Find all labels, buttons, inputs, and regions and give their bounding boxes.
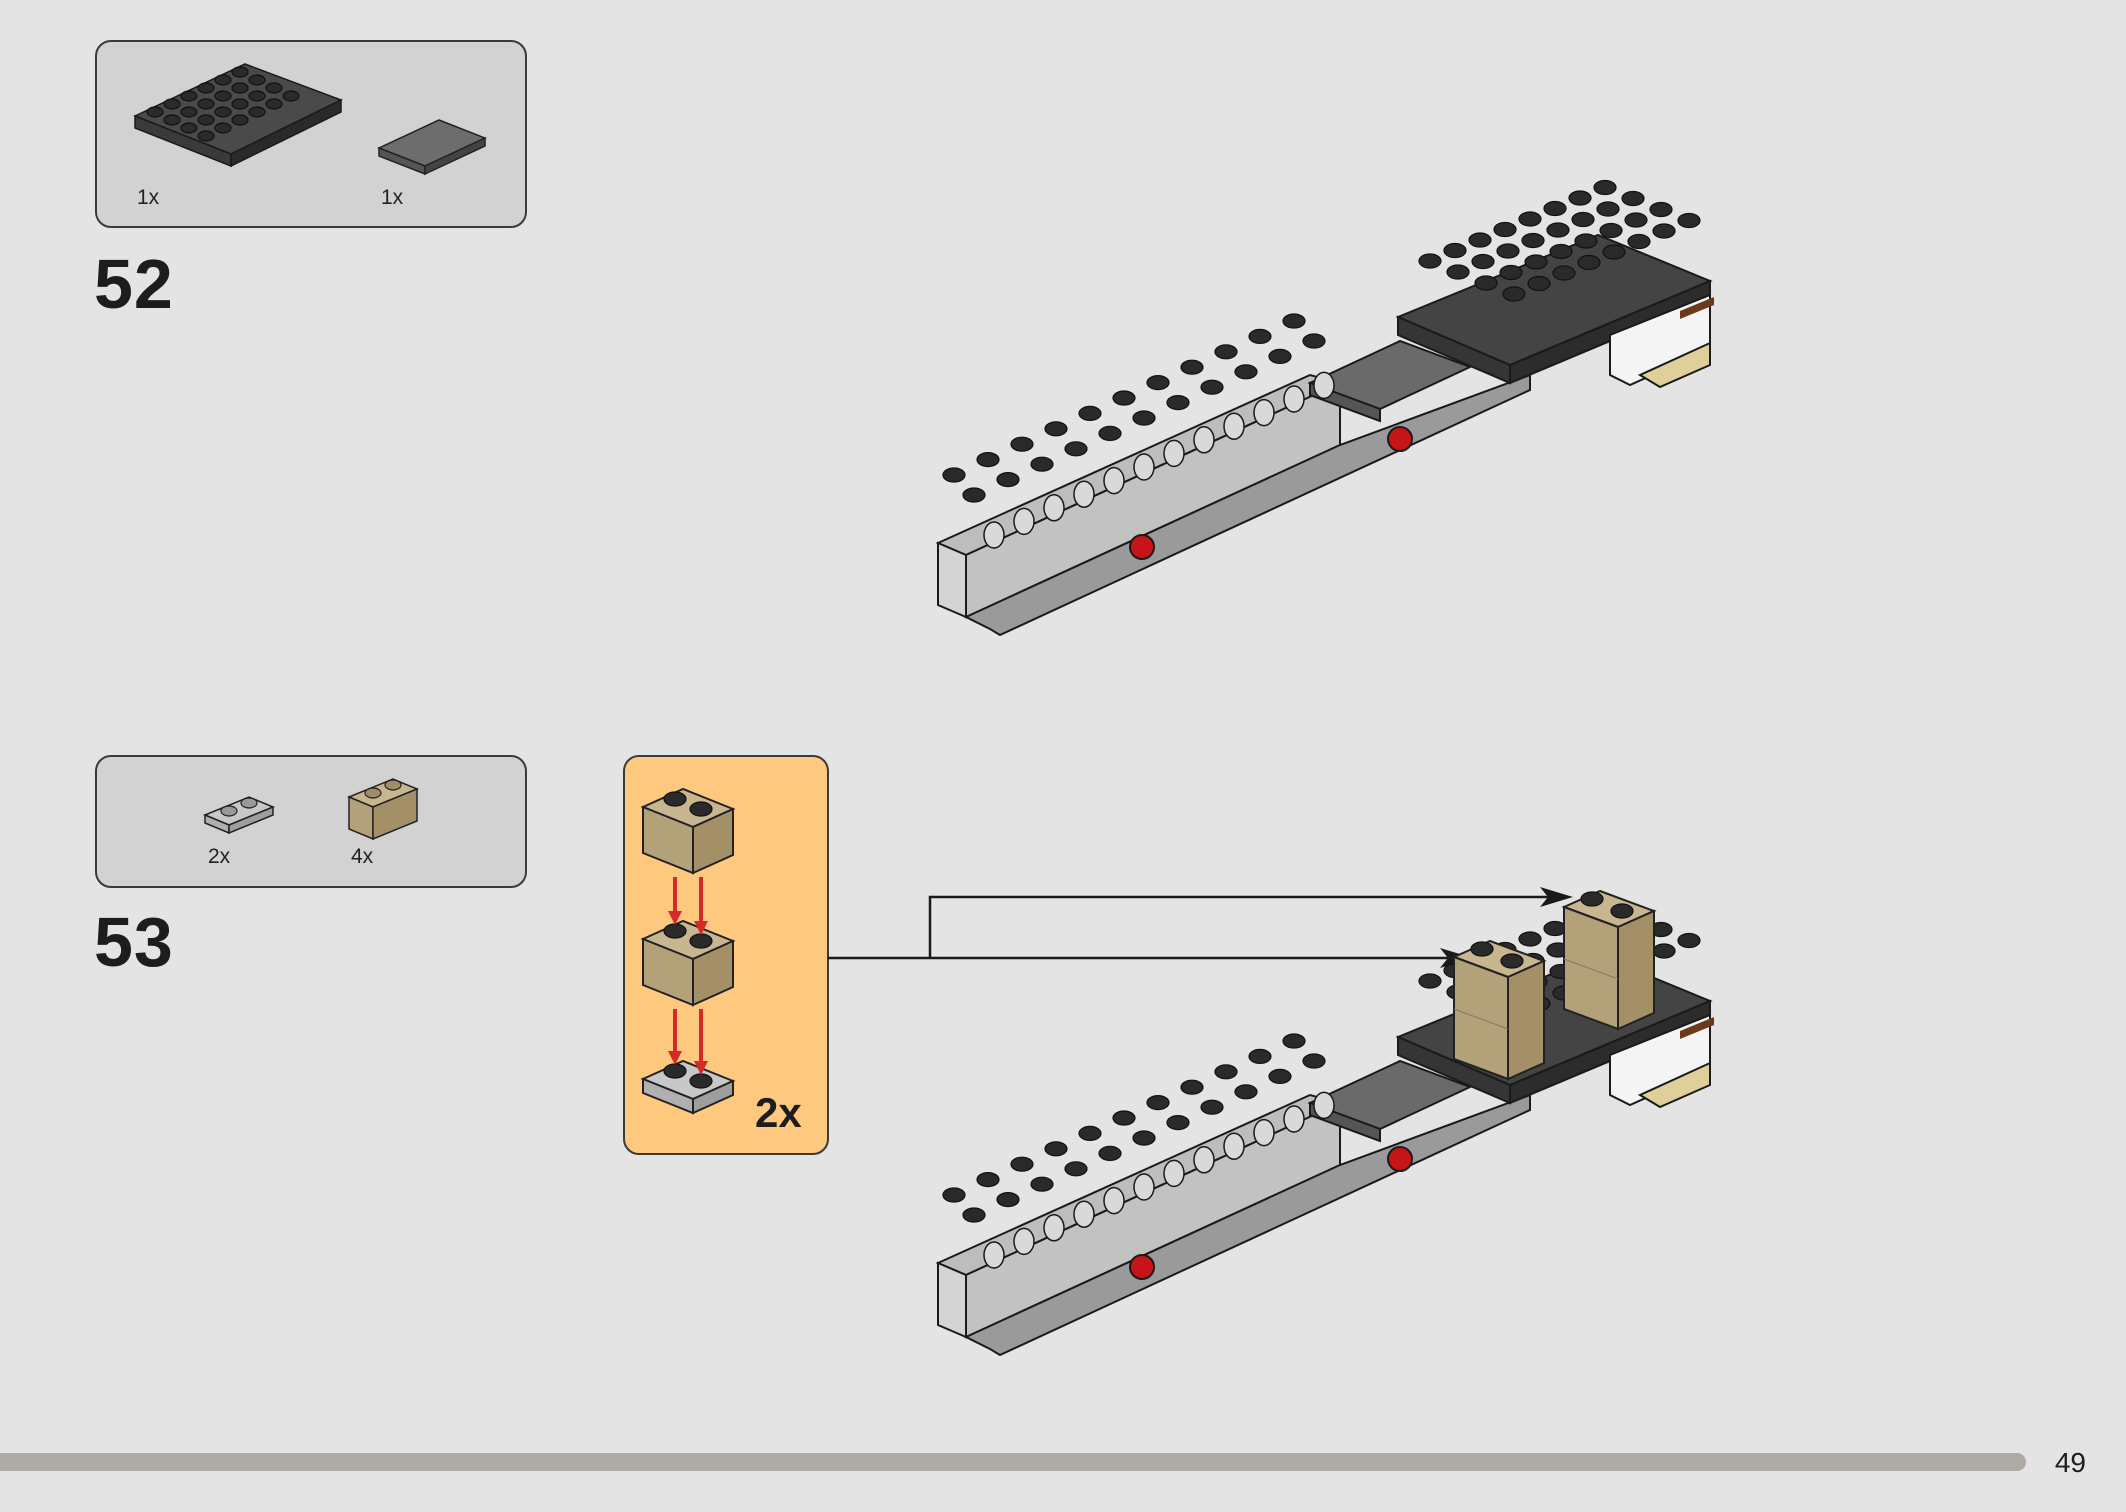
- part-quantity: 4x: [351, 845, 374, 868]
- parts-list-step-53: 2x 4x: [95, 755, 527, 888]
- placement-arrows: [828, 887, 1573, 968]
- page-progress-bar: [0, 1453, 2026, 1471]
- step-number: 53: [94, 903, 174, 981]
- part-quantity: 1x: [137, 186, 160, 209]
- dark-grey-plate-part-image: [133, 63, 343, 168]
- tan-brick-part-image: [347, 778, 419, 841]
- step-number: 52: [94, 245, 174, 323]
- parts-list-step-52: 1x 1x: [95, 40, 527, 228]
- callout-multiplier: 2x: [755, 1089, 802, 1136]
- step-52-model-illustration: [935, 179, 1714, 637]
- dark-grey-tile-part-image: [377, 119, 487, 176]
- brick-stack-assembly-image: [640, 787, 736, 1115]
- part-quantity: 1x: [381, 186, 404, 209]
- sub-assembly-callout: 2x: [623, 755, 829, 1155]
- step-53-model-illustration: [935, 889, 1714, 1357]
- part-quantity: 2x: [208, 845, 231, 868]
- page-number: 49: [2054, 1447, 2086, 1478]
- light-grey-plate-part-image: [203, 796, 275, 835]
